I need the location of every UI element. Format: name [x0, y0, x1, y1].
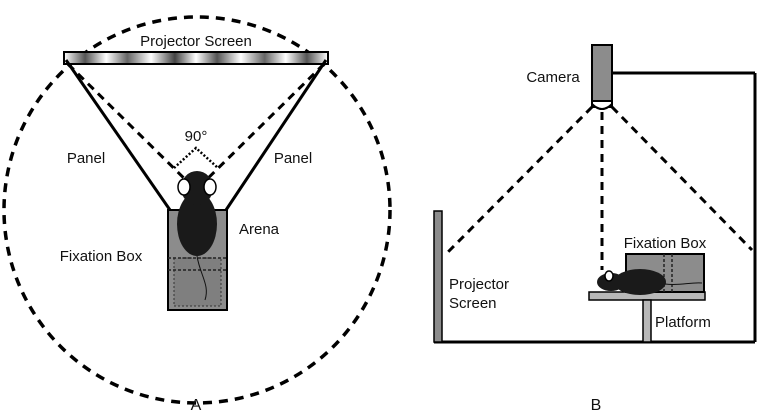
view-line-right	[194, 62, 326, 192]
panel-right-label: Panel	[274, 150, 312, 167]
panel-left-label: Panel	[67, 150, 105, 167]
fixation-box-label-b: Fixation Box	[624, 235, 707, 252]
platform-label: Platform	[655, 314, 711, 331]
arena-label: Arena	[239, 221, 280, 238]
projector-screen-label-a: Projector Screen	[140, 33, 252, 50]
projector-screen-vertical	[433, 210, 443, 343]
view-line-left	[66, 62, 198, 192]
fov-left	[446, 105, 594, 254]
arena-circle	[2, 15, 392, 405]
projector-screen-label-b1: Projector	[449, 276, 509, 293]
angle-label: 90°	[185, 128, 208, 145]
panel-right-line	[224, 59, 328, 211]
platform-leg	[642, 299, 652, 343]
projector-screen-label-b2: Screen	[449, 295, 497, 312]
mouse-side-view	[597, 269, 703, 295]
panel-left-line	[64, 59, 172, 211]
angle-marker	[173, 146, 219, 169]
panel-a: Projector Screen 90° Panel Panel Arena F…	[2, 15, 392, 414]
caption-b: B	[591, 397, 602, 414]
caption-a: A	[191, 397, 202, 414]
panel-b: Camera Fixation Box Projector Screen Pla…	[433, 44, 757, 414]
camera-label: Camera	[526, 69, 580, 86]
fixation-box-inner	[173, 257, 222, 307]
fov-right	[610, 105, 754, 252]
fixation-box-label-a: Fixation Box	[60, 248, 143, 265]
camera-icon	[591, 44, 613, 110]
projector-screen-bar	[63, 51, 329, 65]
mouse-top-view	[177, 171, 217, 301]
